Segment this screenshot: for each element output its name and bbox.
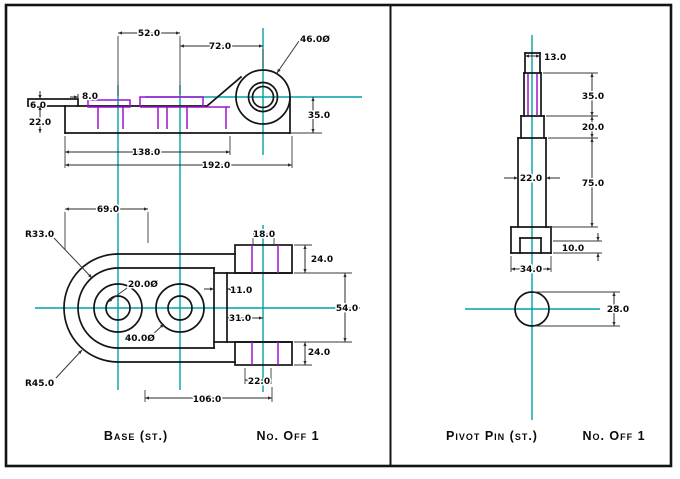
dim-label-40-dia: 40.0Ø bbox=[125, 333, 155, 344]
dim-label-22-slot: 22.0 bbox=[248, 377, 270, 387]
dim-label-r45: R45.0 bbox=[25, 379, 54, 389]
dim-label-24-bottom: 24.0 bbox=[308, 348, 330, 358]
dim-label-34: 34.0 bbox=[520, 265, 542, 275]
base-side-view-hidden-slots bbox=[87, 96, 230, 129]
base-plan-view-outline bbox=[63, 244, 293, 366]
dim-label-24-top: 24.0 bbox=[311, 255, 333, 265]
dim-label-22-pin: 22.0 bbox=[520, 174, 542, 184]
dim-label-22-height: 22.0 bbox=[29, 118, 51, 128]
dim-label-54: 54.0 bbox=[336, 304, 358, 314]
pivot-pin-title: Pivot Pin (st.) bbox=[446, 429, 538, 443]
base-side-view-outline bbox=[27, 69, 291, 134]
sheet-border bbox=[4, 3, 673, 468]
dim-label-8: 8.0 bbox=[82, 92, 98, 102]
dim-label-13: 13.0 bbox=[544, 53, 566, 63]
dim-label-20-dia: 20.0Ø bbox=[128, 279, 158, 290]
dim-label-69: 69.0 bbox=[97, 205, 119, 215]
dim-label-106: 106.0 bbox=[193, 395, 221, 405]
pin-outline bbox=[510, 52, 552, 327]
dim-label-192: 192.0 bbox=[202, 161, 230, 171]
dim-label-35-pin: 35.0 bbox=[582, 92, 604, 102]
pin-dimensions: 13.0 35.0 20.0 22.0 75.0 10.0 34.0 28.0 bbox=[504, 52, 631, 327]
base-side-view-dimensions: 52.0 72.0 46.0Ø 6.0 8.0 22.0 35.0 138.0 … bbox=[27, 28, 331, 173]
dim-label-75: 75.0 bbox=[582, 179, 604, 189]
dim-label-11: 11.0 bbox=[230, 286, 252, 296]
base-plan-view-dimensions: 69.0 R33.0 R45.0 20.0Ø 40.0Ø 18.0 24.0 1… bbox=[24, 204, 360, 407]
base-plan-view-hidden-lines bbox=[251, 245, 279, 365]
dim-label-46-dia: 46.0Ø bbox=[300, 34, 330, 45]
dim-label-18: 18.0 bbox=[253, 230, 275, 240]
pivot-pin-qty-label: No. Off 1 bbox=[582, 429, 645, 443]
dim-label-138: 138.0 bbox=[132, 148, 160, 158]
dim-label-72: 72.0 bbox=[209, 42, 231, 52]
dim-label-35: 35.0 bbox=[308, 111, 330, 121]
dim-label-52: 52.0 bbox=[138, 29, 160, 39]
dim-label-6: 6.0 bbox=[30, 101, 46, 111]
pin-thread-hidden-lines bbox=[527, 74, 538, 115]
base-title: Base (st.) bbox=[104, 429, 168, 443]
dim-label-28: 28.0 bbox=[607, 305, 629, 315]
dim-label-10: 10.0 bbox=[562, 244, 584, 254]
base-centerlines bbox=[35, 28, 362, 392]
dim-label-31: 31.0 bbox=[229, 314, 251, 324]
base-qty-label: No. Off 1 bbox=[256, 429, 319, 443]
dim-label-r33: R33.0 bbox=[25, 230, 54, 240]
dim-label-20-pin: 20.0 bbox=[582, 123, 604, 133]
